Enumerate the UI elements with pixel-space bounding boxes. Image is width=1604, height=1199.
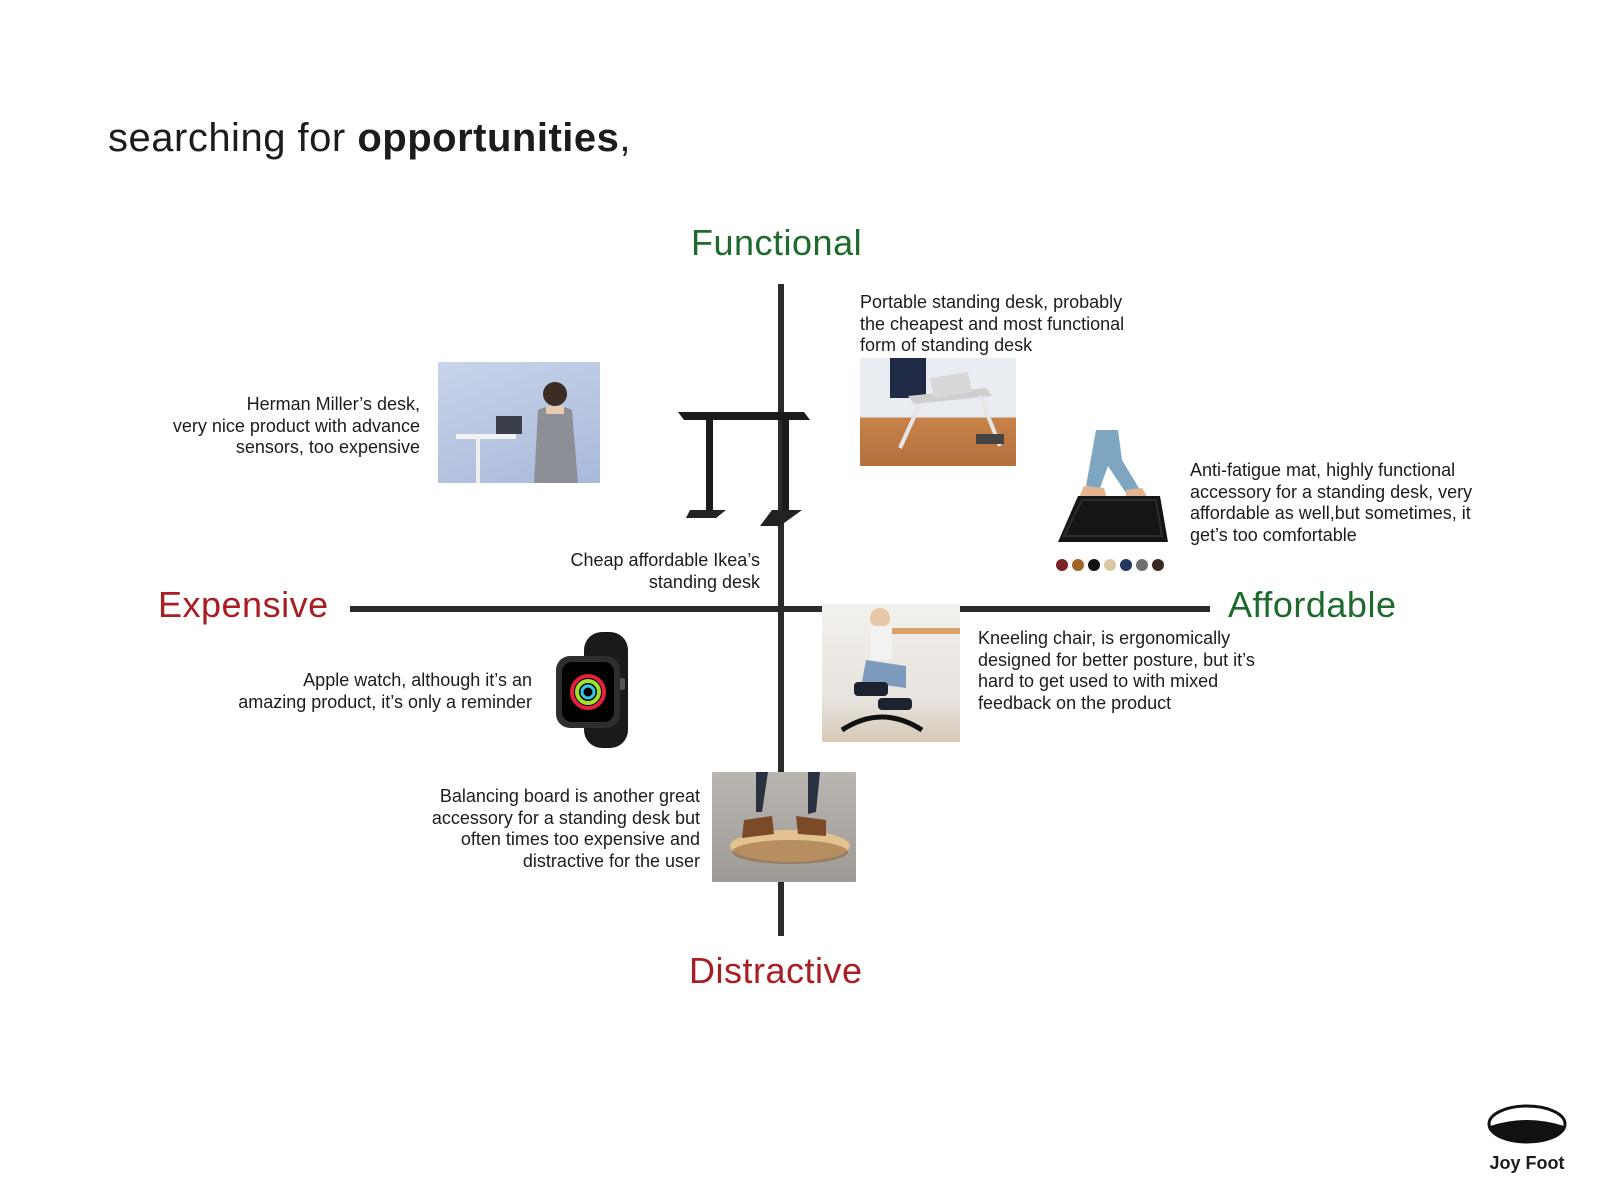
- swatch-beige: [1104, 559, 1116, 571]
- axis-label-functional: Functional: [691, 222, 863, 263]
- portable-desk-description: Portable standing desk, probably the che…: [860, 292, 1125, 355]
- swatch-maroon: [1056, 559, 1068, 571]
- portable-desk-image: [860, 358, 1016, 466]
- swatch-brown: [1152, 559, 1164, 571]
- balancing-board-description: Balancing board is another great accesso…: [431, 786, 700, 871]
- title-bold: opportunities: [357, 116, 620, 160]
- title-suffix: ,: [619, 116, 631, 160]
- apple-watch-description: Apple watch, although it’s an amazing pr…: [238, 670, 532, 712]
- apple-watch-image: [554, 632, 650, 748]
- herman-miller-desk-image: [438, 362, 600, 483]
- swatch-black: [1088, 559, 1100, 571]
- swatch-navy: [1120, 559, 1132, 571]
- page-title: searching for opportunities,: [108, 116, 631, 161]
- axis-label-distractive: Distractive: [689, 950, 863, 991]
- swatch-grey: [1136, 559, 1148, 571]
- axis-label-affordable: Affordable: [1228, 584, 1397, 625]
- anti-fatigue-mat-description: Anti-fatigue mat, highly functional acce…: [1190, 460, 1473, 545]
- kneeling-chair-image: [822, 604, 960, 742]
- balancing-board-image: [712, 772, 856, 882]
- mat-color-swatches: [1056, 558, 1168, 576]
- axis-label-expensive: Expensive: [158, 584, 329, 625]
- logo-name: Joy Foot: [1489, 1153, 1565, 1173]
- ikea-desk-description: Cheap affordable Ikea’s standing desk: [570, 550, 760, 592]
- vertical-axis: [778, 284, 784, 936]
- anti-fatigue-mat-image: [1056, 430, 1168, 578]
- joy-foot-logo: Joy Foot: [1486, 1104, 1568, 1174]
- swatch-tan: [1072, 559, 1084, 571]
- ikea-desk-image: [676, 406, 812, 532]
- joy-foot-logo-icon: [1487, 1104, 1567, 1144]
- title-prefix: searching for: [108, 116, 358, 160]
- herman-miller-description: Herman Miller’s desk, very nice product …: [172, 394, 420, 457]
- kneeling-chair-description: Kneeling chair, is ergonomically designe…: [978, 628, 1255, 713]
